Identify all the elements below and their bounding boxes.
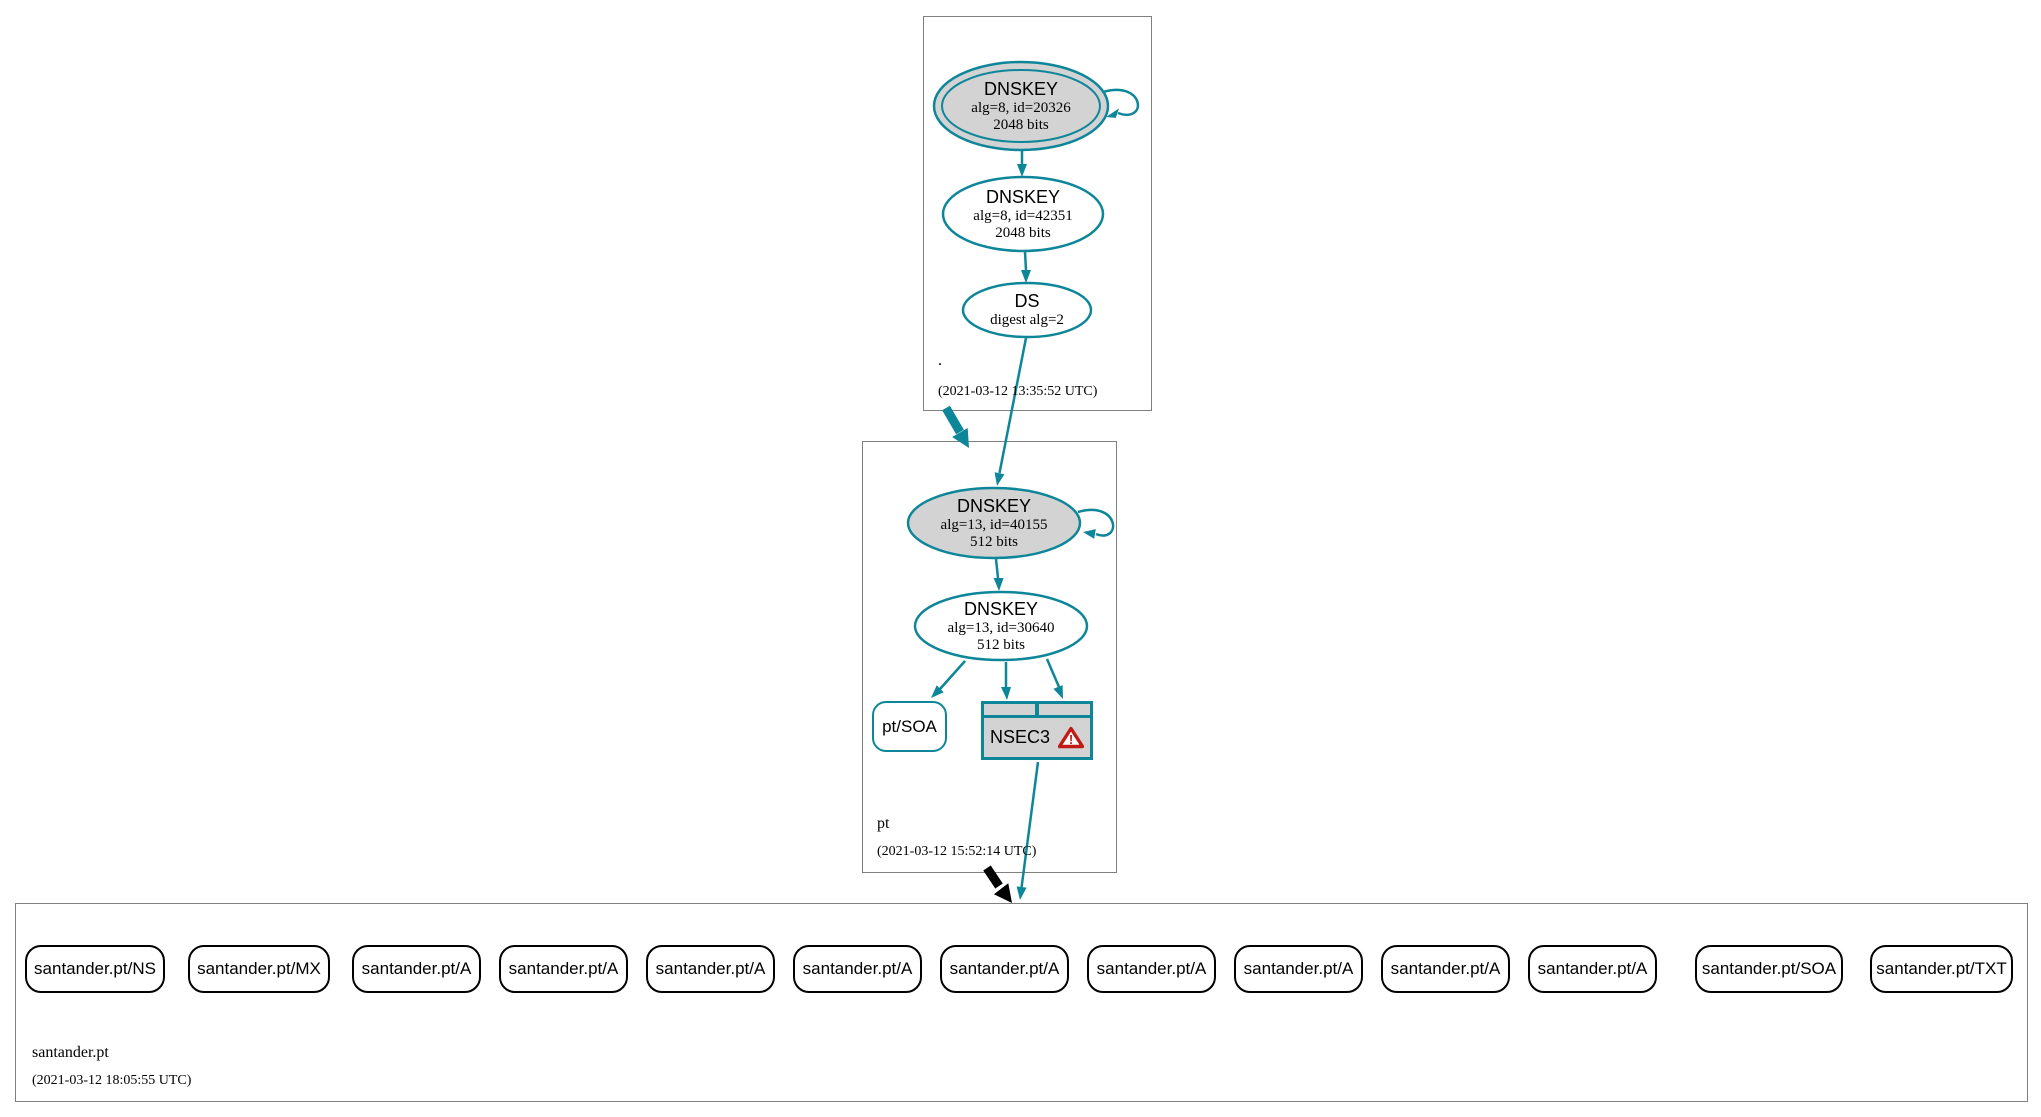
rrset-label: santander.pt/TXT <box>1876 959 2007 978</box>
rrset-node-ns[interactable]: santander.pt/NS <box>25 945 165 993</box>
zone-timestamp-root: (2021-03-12 13:35:52 UTC) <box>938 384 1098 399</box>
nsec3-header-cells <box>984 704 1090 715</box>
rrset-node-a[interactable]: santander.pt/A <box>1528 945 1657 993</box>
zone-name-pt: pt <box>877 815 890 832</box>
pt-soa-node[interactable]: pt/SOA <box>872 701 947 752</box>
nsec3-body: NSEC3 ! <box>984 718 1090 757</box>
rrset-label: santander.pt/NS <box>34 959 156 978</box>
rrset-node-a[interactable]: santander.pt/A <box>1087 945 1216 993</box>
rrset-label: santander.pt/A <box>1243 959 1354 978</box>
rrtype-label: DNSKEY <box>963 598 1039 619</box>
nsec3-cell-left <box>984 704 1035 715</box>
root-zsk-node[interactable]: DNSKEY alg=8, id=42351 2048 bits <box>943 182 1103 246</box>
zone-name-santander: santander.pt <box>32 1044 109 1061</box>
rrset-label: santander.pt/A <box>1537 959 1648 978</box>
rr-params: alg=8, id=20326 <box>971 99 1071 116</box>
rrtype-label: DNSKEY <box>985 186 1061 207</box>
rrset-label: santander.pt/A <box>1096 959 1207 978</box>
rr-params: digest alg=2 <box>990 312 1064 328</box>
rrtype-label: DS <box>1014 291 1040 311</box>
rr-keysize: 512 bits <box>977 636 1025 653</box>
rr-params: alg=13, id=30640 <box>947 619 1055 636</box>
rrset-label: santander.pt/A <box>949 959 1060 978</box>
rr-keysize: 512 bits <box>970 533 1018 550</box>
rrset-node-soa[interactable]: santander.pt/SOA <box>1695 945 1843 993</box>
root-ds-node[interactable]: DS digest alg=2 <box>963 288 1091 332</box>
rrset-label: santander.pt/MX <box>197 959 321 978</box>
rrset-node-a[interactable]: santander.pt/A <box>793 945 922 993</box>
rrset-node-a[interactable]: santander.pt/A <box>1381 945 1510 993</box>
rrset-node-a[interactable]: santander.pt/A <box>352 945 481 993</box>
rrset-label: santander.pt/A <box>655 959 766 978</box>
rrset-node-a[interactable]: santander.pt/A <box>646 945 775 993</box>
nsec3-label: NSEC3 <box>989 727 1051 747</box>
nsec3-node[interactable]: NSEC3 ! <box>981 701 1093 760</box>
zone-box-root <box>923 16 1152 411</box>
rrset-label: santander.pt/A <box>508 959 619 978</box>
rrset-node-txt[interactable]: santander.pt/TXT <box>1870 945 2013 993</box>
pt-soa-label: pt/SOA <box>882 716 937 736</box>
zone-box-santander <box>15 903 2028 1102</box>
rrset-label: santander.pt/A <box>361 959 472 978</box>
rr-keysize: 2048 bits <box>993 116 1049 133</box>
svg-text:!: ! <box>1069 732 1073 747</box>
rrset-label: santander.pt/A <box>1390 959 1501 978</box>
rrset-node-a[interactable]: santander.pt/A <box>499 945 628 993</box>
zone-timestamp-pt: (2021-03-12 15:52:14 UTC) <box>877 844 1037 859</box>
rrtype-label: DNSKEY <box>956 495 1032 516</box>
delegation-arrow-pt-to-santander <box>983 865 1012 903</box>
rrset-node-a[interactable]: santander.pt/A <box>940 945 1069 993</box>
rrset-label: santander.pt/SOA <box>1701 959 1837 978</box>
warning-icon: ! <box>1058 726 1085 749</box>
rrset-node-mx[interactable]: santander.pt/MX <box>188 945 330 993</box>
pt-zsk-node[interactable]: DNSKEY alg=13, id=30640 512 bits <box>915 592 1087 660</box>
zone-timestamp-santander: (2021-03-12 18:05:55 UTC) <box>32 1073 192 1088</box>
rr-params: alg=13, id=40155 <box>940 516 1048 533</box>
rr-params: alg=8, id=42351 <box>973 207 1073 224</box>
nsec3-cell-right <box>1039 704 1090 715</box>
rrset-node-a[interactable]: santander.pt/A <box>1234 945 1363 993</box>
rrtype-label: DNSKEY <box>983 78 1059 99</box>
rr-keysize: 2048 bits <box>995 224 1051 241</box>
pt-ksk-node[interactable]: DNSKEY alg=13, id=40155 512 bits <box>908 489 1080 557</box>
zone-name-root: . <box>938 352 942 369</box>
rrset-label: santander.pt/A <box>802 959 913 978</box>
root-ksk-node[interactable]: DNSKEY alg=8, id=20326 2048 bits <box>934 72 1108 140</box>
